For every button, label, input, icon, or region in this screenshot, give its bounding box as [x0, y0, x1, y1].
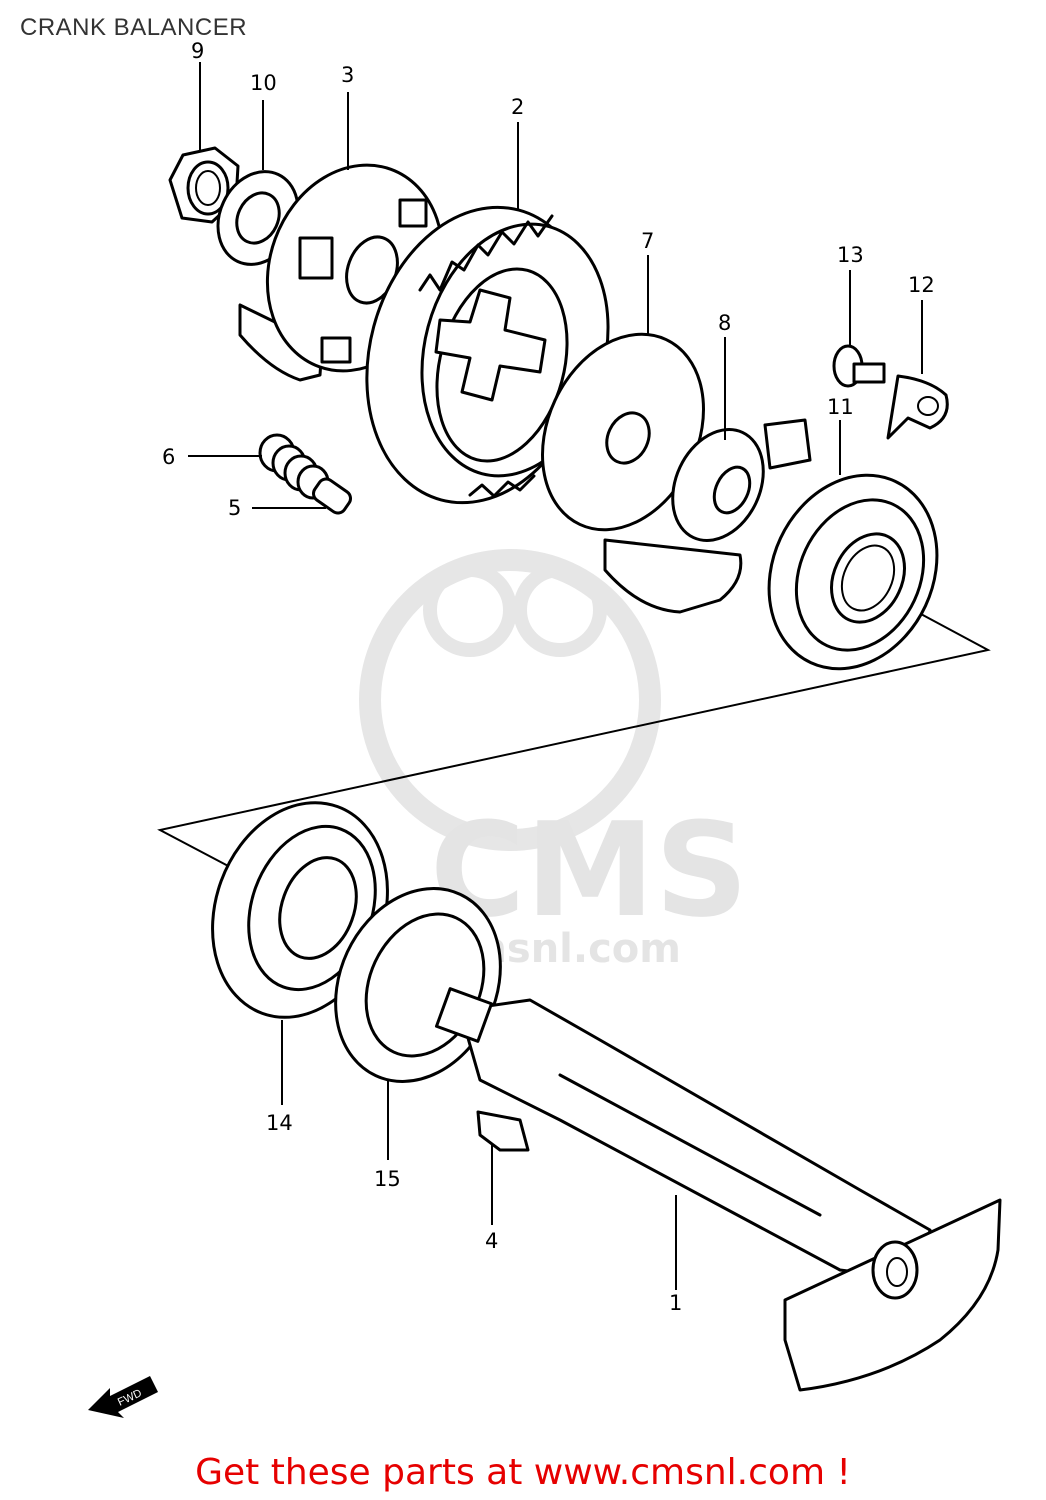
bearing-right-part [767, 473, 939, 671]
balancer-shaft-part [434, 987, 1002, 1392]
leader-lines [188, 62, 923, 1290]
pin-part [312, 477, 352, 515]
callout-10: 10 [250, 71, 277, 95]
callout-15: 15 [374, 1167, 401, 1191]
key-part [476, 1110, 530, 1152]
screw-part [832, 344, 886, 388]
lock-plate-part [886, 374, 949, 440]
callout-9: 9 [191, 39, 204, 63]
callout-labels: 9 10 3 2 7 8 13 12 11 6 5 14 15 4 1 [162, 39, 935, 1315]
callout-13: 13 [837, 243, 864, 267]
callout-5: 5 [228, 496, 241, 520]
exploded-parts-diagram: CMS www.cmsnl.com [88, 39, 1002, 1418]
assembly-centerline [157, 591, 991, 869]
callout-11: 11 [827, 395, 854, 419]
callout-14: 14 [266, 1111, 293, 1135]
footer-link[interactable]: Get these parts at www.cmsnl.com ! [195, 1452, 851, 1493]
balancer-weight-b-part [603, 418, 812, 614]
nut-part [168, 146, 240, 224]
fwd-arrow-icon: FWD [88, 1376, 158, 1418]
callout-4: 4 [485, 1229, 498, 1253]
callout-12: 12 [908, 273, 935, 297]
callout-1: 1 [669, 1291, 682, 1315]
callout-3: 3 [341, 63, 354, 87]
callout-7: 7 [641, 229, 654, 253]
callout-6: 6 [162, 445, 175, 469]
callout-2: 2 [511, 95, 524, 119]
diagram-title: CRANK BALANCER [20, 14, 248, 41]
spring-part [258, 433, 330, 500]
callout-8: 8 [718, 311, 731, 335]
